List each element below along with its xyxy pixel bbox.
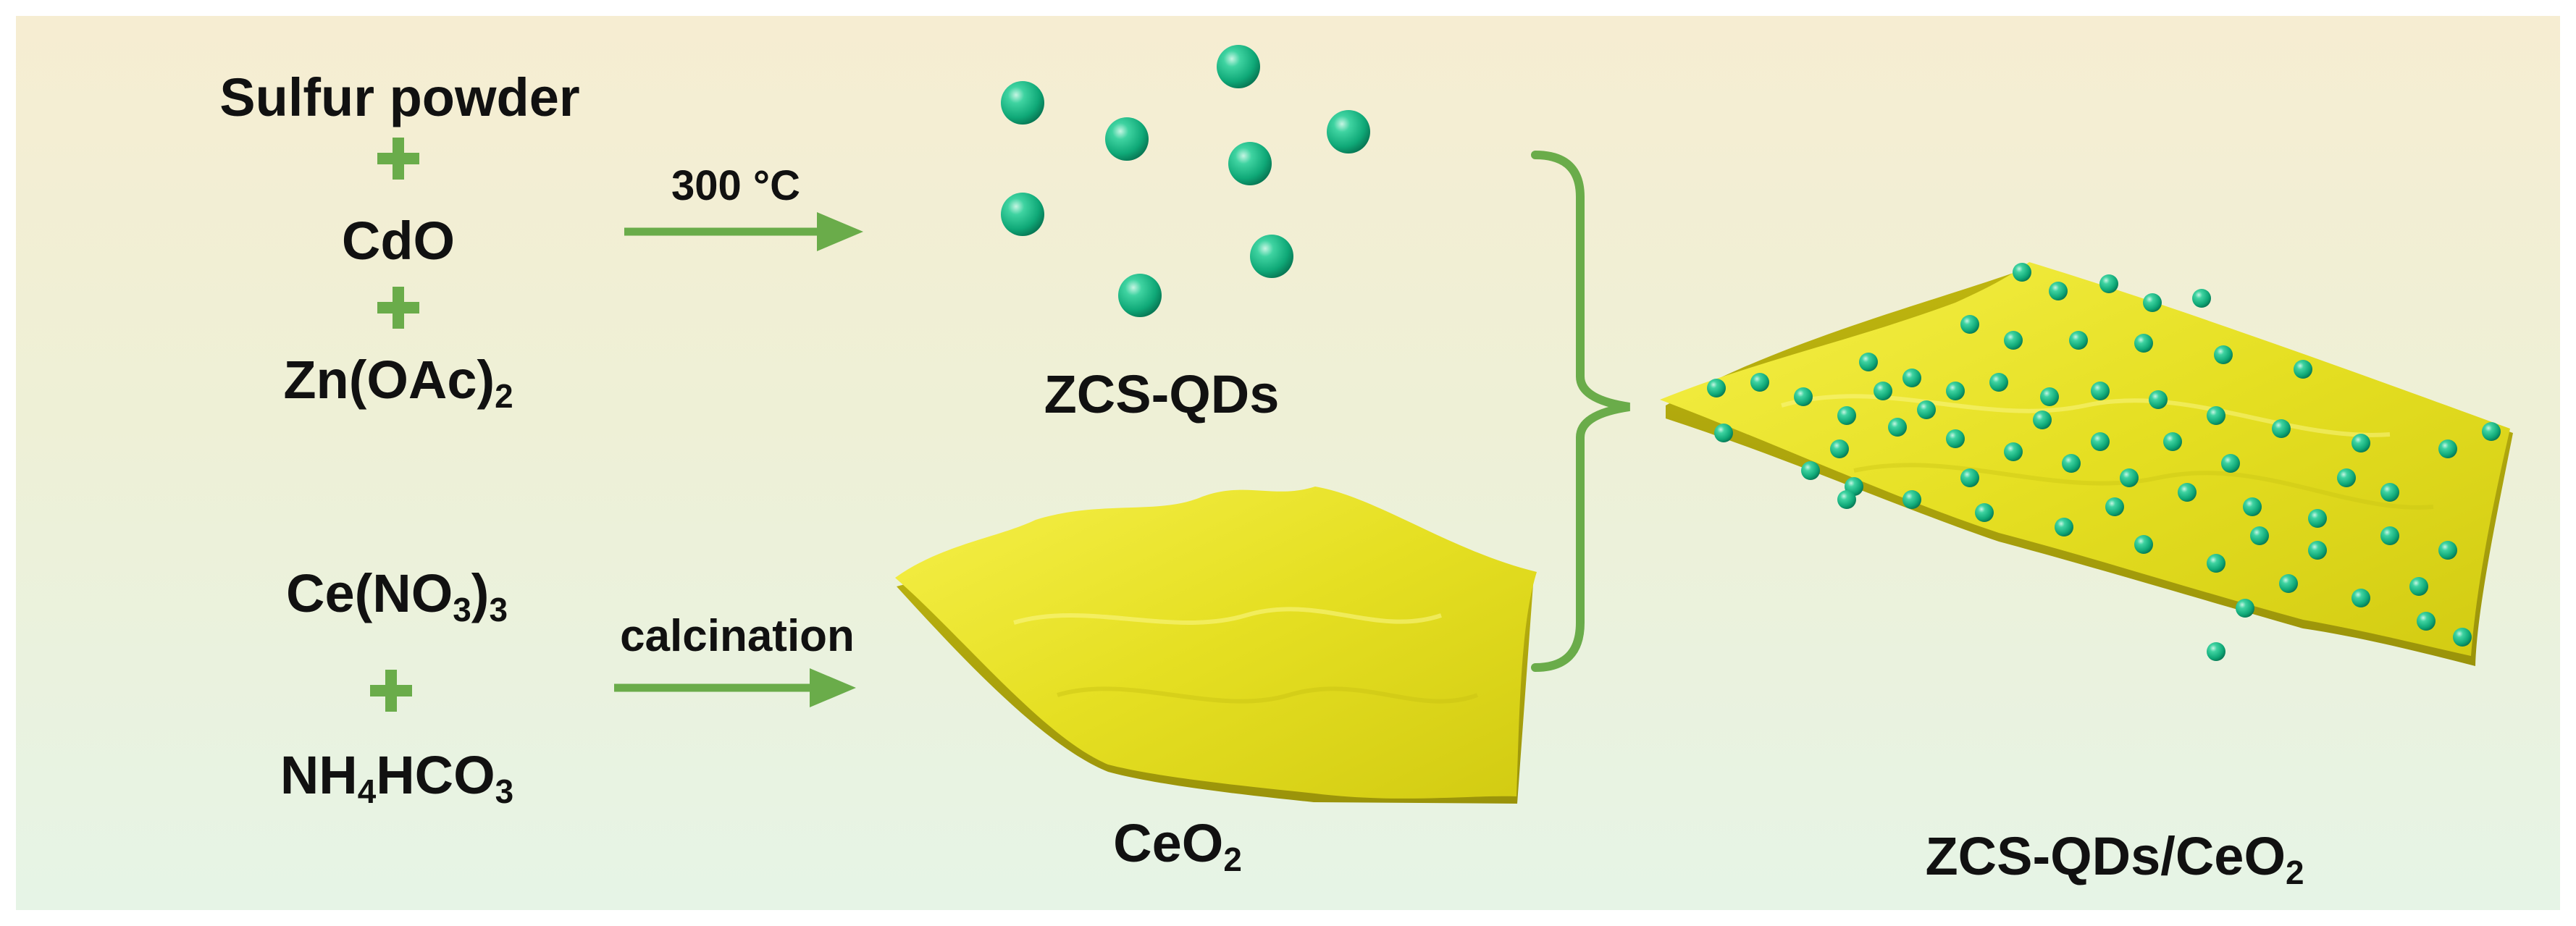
ceo2-sheet xyxy=(895,487,1537,804)
qd-sphere xyxy=(2120,468,2139,487)
qd-sphere xyxy=(2055,518,2073,536)
qd-sphere xyxy=(2207,406,2225,425)
qd-sphere xyxy=(2013,263,2031,282)
reactant-cdo: CdO xyxy=(341,211,456,271)
arrow-top xyxy=(624,212,863,251)
qd-sphere xyxy=(2453,628,2472,647)
qd-sphere xyxy=(2214,345,2233,364)
qd-sphere xyxy=(1917,400,1936,419)
qd-sphere xyxy=(2143,293,2162,312)
qd-sphere xyxy=(2099,274,2118,293)
qd-sphere xyxy=(1001,81,1044,125)
qd-sphere xyxy=(2004,442,2023,461)
qd-sphere xyxy=(2351,434,2370,453)
plus-icon xyxy=(370,670,412,712)
qd-sphere xyxy=(2049,282,2068,300)
qd-sphere xyxy=(2438,439,2457,458)
qd-sphere xyxy=(2207,554,2225,573)
qd-sphere xyxy=(1801,461,1820,480)
qd-sphere xyxy=(1794,387,1813,406)
qd-sphere xyxy=(2091,382,2110,400)
qd-sphere xyxy=(2069,331,2088,350)
qd-sphere xyxy=(2250,526,2269,545)
condition-calcination: calcination xyxy=(620,611,855,661)
arrow-bottom xyxy=(614,668,856,707)
qd-sphere xyxy=(2236,599,2254,618)
qd-sphere xyxy=(1874,382,1892,400)
combine-bracket xyxy=(1531,151,1630,672)
qd-sphere xyxy=(1830,439,1849,458)
qd-sphere xyxy=(2062,454,2081,473)
qd-sphere xyxy=(1118,274,1162,317)
qd-sphere xyxy=(1707,379,1726,397)
qd-sphere xyxy=(2040,387,2059,406)
qd-sphere xyxy=(2221,454,2240,473)
composite-qd-spheres xyxy=(1707,263,2501,661)
qd-sphere xyxy=(1250,235,1293,278)
reactant-cerium-nitrate: Ce(NO3)3 xyxy=(286,563,508,628)
qd-sphere xyxy=(2105,497,2124,516)
qd-sphere xyxy=(1960,468,1979,487)
qd-sphere xyxy=(2163,432,2182,451)
qd-sphere xyxy=(2243,497,2262,516)
qd-sphere xyxy=(1902,369,1921,387)
plus-icon xyxy=(377,287,419,329)
qd-sphere xyxy=(1975,503,1994,522)
qd-sphere xyxy=(2134,334,2153,353)
qd-sphere xyxy=(2192,289,2211,308)
product-composite-label: ZCS-QDs/CeO2 xyxy=(1925,826,2304,891)
qd-sphere xyxy=(2351,589,2370,607)
qd-sphere xyxy=(1989,373,2008,392)
product-ceo2-label: CeO2 xyxy=(1113,813,1242,878)
reactant-sulfur: Sulfur powder xyxy=(219,67,580,127)
qd-sphere xyxy=(2207,642,2225,661)
qd-sphere xyxy=(2308,541,2327,560)
qd-sphere xyxy=(1714,424,1733,442)
plus-icon xyxy=(377,138,419,180)
qd-sphere xyxy=(2409,577,2428,596)
qd-sphere xyxy=(1837,490,1856,509)
qd-sphere xyxy=(1217,45,1260,88)
product-qds-label: ZCS-QDs xyxy=(1044,364,1280,424)
composite-sheet xyxy=(1660,262,2513,666)
qd-sphere xyxy=(2033,411,2052,429)
qd-sphere xyxy=(1228,142,1272,185)
qd-sphere xyxy=(2272,419,2291,438)
qd-sphere xyxy=(1750,373,1769,392)
qd-sphere xyxy=(2149,390,2168,409)
qd-sphere xyxy=(1001,193,1044,236)
qd-sphere xyxy=(2417,612,2436,631)
reactant-zinc-acetate: Zn(OAc)2 xyxy=(283,350,513,415)
qd-sphere xyxy=(1946,429,1965,448)
qd-sphere xyxy=(1327,110,1370,153)
qd-sphere xyxy=(1105,117,1149,161)
qd-sphere xyxy=(2279,574,2298,593)
qd-sphere xyxy=(2380,526,2399,545)
qd-spheres xyxy=(1001,45,1370,317)
qd-sphere xyxy=(2337,468,2356,487)
qd-sphere xyxy=(2178,483,2197,502)
condition-temperature: 300 °C xyxy=(671,162,800,209)
qd-sphere xyxy=(2004,331,2023,350)
qd-sphere xyxy=(2294,360,2312,379)
qd-sphere xyxy=(2380,483,2399,502)
qd-sphere xyxy=(2091,432,2110,451)
reactant-ammonium-bicarbonate: NH4HCO3 xyxy=(280,745,514,810)
qd-sphere xyxy=(1946,382,1965,400)
qd-sphere xyxy=(1960,315,1979,334)
qd-sphere xyxy=(1859,353,1878,371)
qd-sphere xyxy=(1837,406,1856,425)
qd-sphere xyxy=(2134,535,2153,554)
qd-sphere xyxy=(2438,541,2457,560)
qd-sphere xyxy=(2482,422,2501,441)
qd-sphere xyxy=(1902,490,1921,509)
qd-sphere xyxy=(2308,509,2327,528)
qd-sphere xyxy=(1888,418,1907,437)
